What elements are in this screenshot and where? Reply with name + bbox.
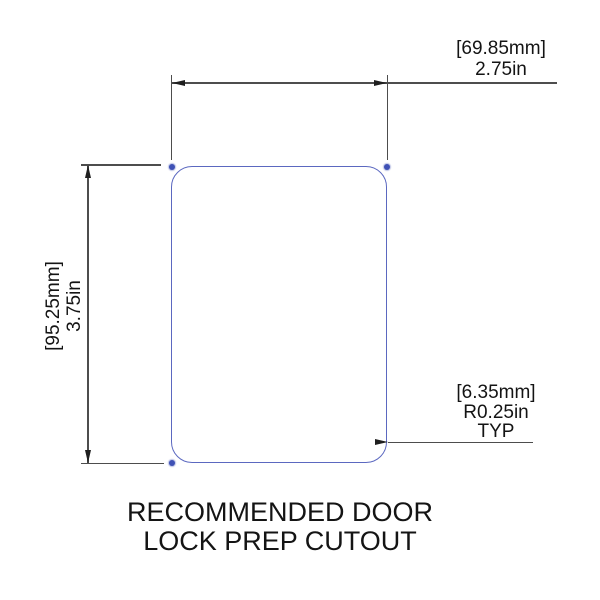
height-dimension-metric: [95.25mm] xyxy=(43,261,64,351)
width-dimension-arrow-left-icon xyxy=(172,79,185,86)
height-dimension-text: [95.25mm] 3.75in xyxy=(43,226,85,386)
height-dimension-arrow-down-icon xyxy=(84,450,91,463)
width-extension-line-left xyxy=(171,75,173,160)
radius-dimension-text: [6.35mm] R0.25in TYP xyxy=(416,383,576,442)
corner-point-marker-top-left xyxy=(169,164,175,170)
width-dimension-arrow-right-icon xyxy=(374,79,387,86)
cutout-outline xyxy=(171,166,387,463)
radius-leader-line xyxy=(388,441,533,444)
radius-dimension-metric: [6.35mm] xyxy=(456,382,536,403)
width-dimension-text: [69.85mm] 2.75in xyxy=(421,38,581,80)
width-dimension-imperial: 2.75in xyxy=(475,59,527,80)
radius-dimension-qualifier: TYP xyxy=(477,421,515,442)
corner-point-marker-bottom-left xyxy=(169,460,175,466)
height-dimension-imperial: 3.75in xyxy=(64,280,85,332)
radius-leader-arrow-icon xyxy=(375,439,388,445)
width-extension-line-right xyxy=(387,75,389,160)
width-dimension-metric: [69.85mm] xyxy=(456,38,546,59)
width-dimension-line xyxy=(172,82,557,84)
drawing-title-line1: RECOMMENDED DOOR xyxy=(126,497,433,527)
height-dimension-line xyxy=(87,165,89,463)
radius-dimension-imperial: R0.25in xyxy=(463,401,529,423)
height-dimension-arrow-up-icon xyxy=(84,165,91,178)
corner-point-marker-top-right xyxy=(384,164,390,170)
drawing-title-line2: LOCK PREP CUTOUT xyxy=(143,525,417,556)
height-extension-line-top xyxy=(81,164,161,166)
drawing-title: RECOMMENDED DOOR LOCK PREP CUTOUT xyxy=(80,498,480,555)
height-extension-line-bottom xyxy=(81,462,164,464)
